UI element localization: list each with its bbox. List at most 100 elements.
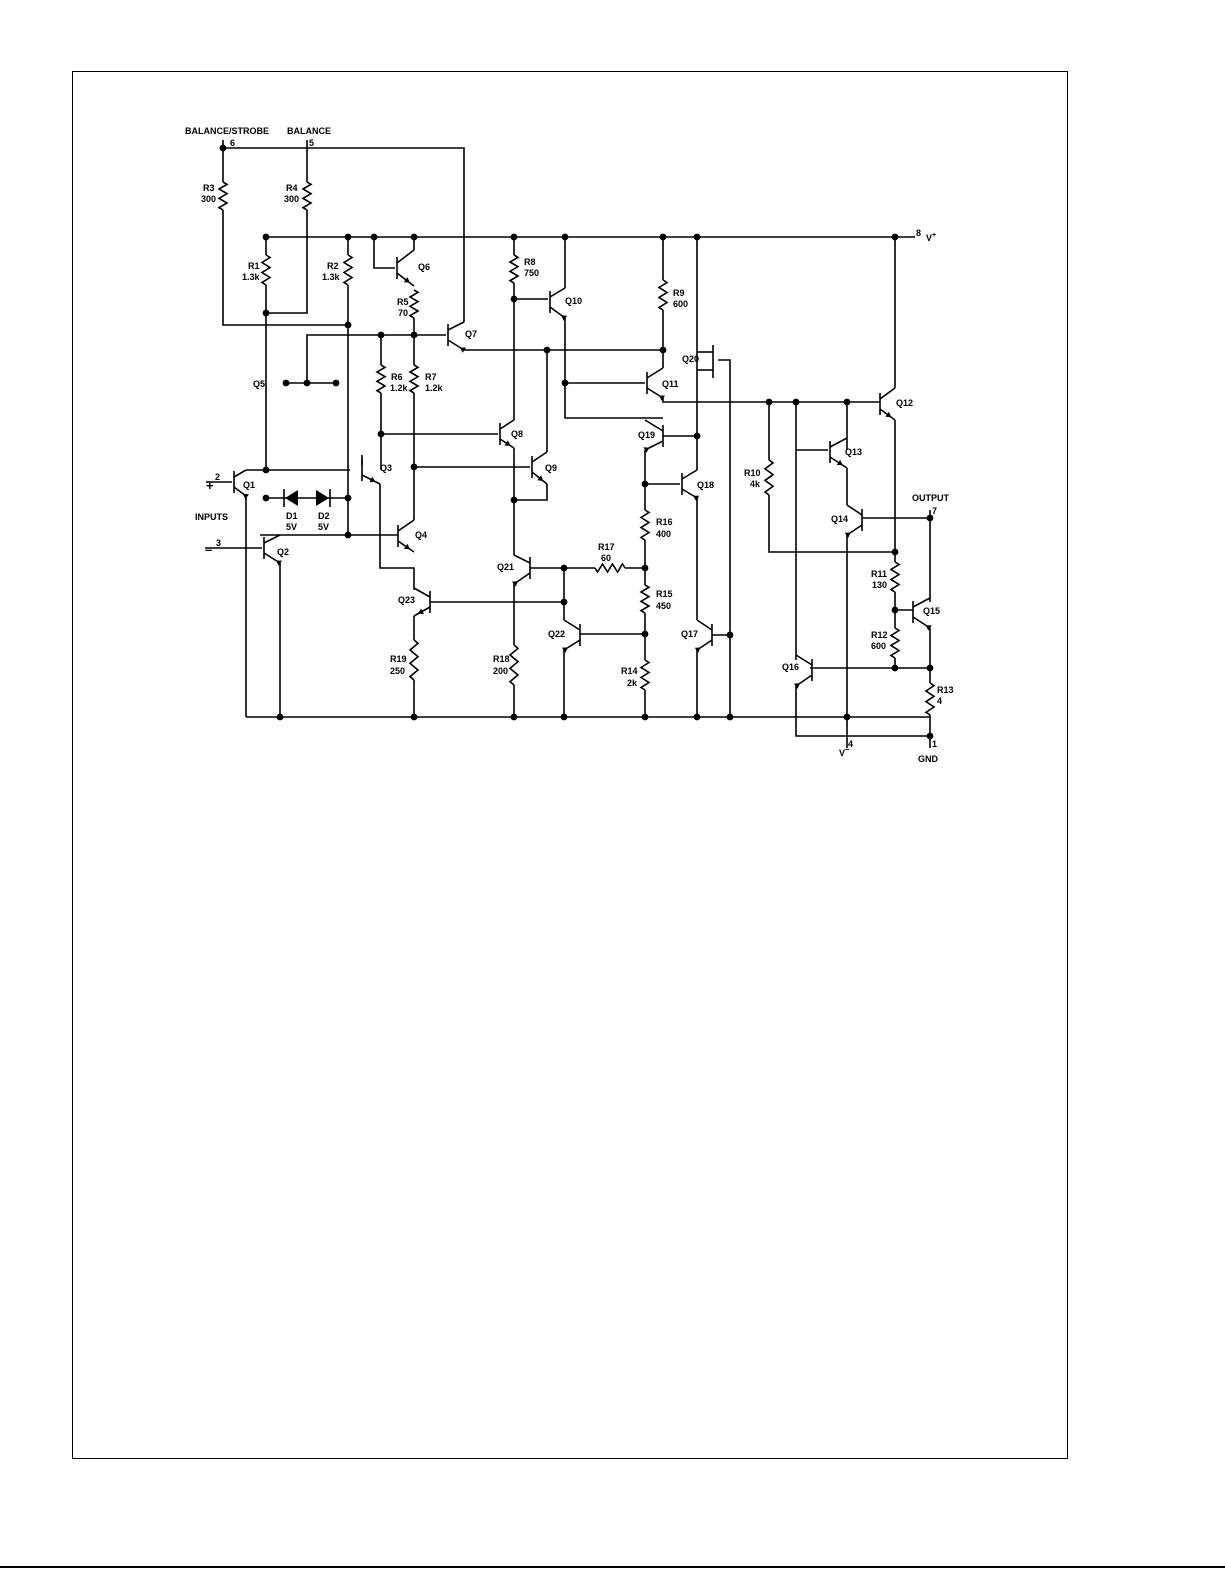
r1-name: R1 [248,261,260,271]
transistor-q10-collector [549,287,566,298]
resistor-r8 [508,254,520,284]
transistor-q4-collector [397,519,415,532]
vplus-label: V+ [926,232,936,243]
r11-value: 130 [872,580,887,590]
r4-name: R4 [286,183,298,193]
r6-value: 1.2k [390,383,409,393]
r3-name: R3 [203,183,215,193]
junction-dot-50 [282,379,290,387]
r3-value: 300 [201,194,216,204]
pin-3-number: 3 [216,538,221,548]
q23-label: Q23 [398,595,415,605]
transistor-q23-collector [413,587,431,598]
r15-name: R15 [656,589,673,599]
junction-dot-38 [926,664,934,672]
junction-dot-11 [344,321,352,329]
d1-value: 5V [286,522,297,532]
r11-name: R11 [871,569,887,579]
transistor-q13-collector [829,437,848,448]
r7-name: R7 [425,372,437,382]
q1-label: Q1 [243,480,255,490]
q13-label: Q13 [845,447,862,457]
wire-26 [379,484,415,590]
q16-label: Q16 [782,662,799,672]
resistor-r3 [217,181,229,211]
junction-dot-48 [926,732,934,740]
input-plus-sign: + [206,478,214,493]
transistor-q22 [562,619,581,653]
transistor-q16-arrow [794,683,800,689]
r13-name: R13 [937,685,954,695]
r10-value: 4k [750,479,761,489]
transistor-q3-arrow [369,476,376,483]
r7-value: 1.2k [425,383,444,393]
transistor-q19-collector [644,419,664,432]
junction-dot-19 [344,494,352,502]
transistor-q17-collector [696,619,713,631]
transistor-q11-collector [646,367,664,379]
components [217,181,936,716]
q17-label: Q17 [681,629,698,639]
transistor-q22-arrow [562,647,568,653]
resistor-r19 [408,639,420,681]
resistor-r15 [639,584,651,614]
transistor-q14-arrow [844,532,851,538]
transistor-q9-arrow [537,475,544,481]
junction-dot-9 [891,233,899,241]
diode-d2 [316,490,329,506]
transistor-q8-arrow [504,440,511,446]
wire-84 [894,658,930,669]
transistor-q19 [643,419,664,453]
gnd-label: GND [918,754,939,764]
transistor-q15-collector [912,597,931,608]
junction-dot-21 [344,531,352,539]
r16-value: 400 [656,529,671,539]
junction-dot-41 [510,713,518,721]
r10-name: R10 [744,468,761,478]
junction-dot-10 [262,309,270,317]
junction-dot-4 [410,233,418,241]
r19-name: R19 [390,654,407,664]
junction-dot-15 [659,346,667,354]
junction-dot-22 [377,430,385,438]
transistor-q18 [681,469,700,502]
q19-label: Q19 [638,430,655,440]
junction-dot-1 [262,233,270,241]
q7-label: Q7 [465,329,477,339]
junction-dot-33 [843,398,851,406]
transistor-q2-arrow [276,560,282,566]
resistor-r9 [657,279,669,311]
q11-label: Q11 [662,379,679,389]
diode-d1 [285,490,298,506]
transistor-q6-collector [396,249,415,264]
r9-name: R9 [673,288,685,298]
junction-dot-6 [561,233,569,241]
transistor-q6 [396,249,415,287]
wire-46 [514,484,548,501]
resistor-r17 [594,562,626,574]
junction-dots [219,144,934,740]
page-frame [72,71,1068,1459]
junction-dot-14 [543,346,551,354]
junction-dot-35 [926,514,934,522]
resistor-r1 [260,254,272,286]
transistor-q21-collector [513,554,531,564]
q12-label: Q12 [896,398,913,408]
transistor-q18-collector [681,469,698,480]
inputs-label: INPUTS [195,512,228,522]
junction-dot-8 [693,233,701,241]
resistor-r6 [375,364,387,394]
junction-dot-20 [262,494,270,502]
junction-dot-25 [560,564,568,572]
r6-name: R6 [391,372,403,382]
junction-dot-39 [276,713,284,721]
junction-dot-3 [370,233,378,241]
pin-6-number: 6 [230,138,235,148]
transistor-q7-arrow [460,347,466,353]
transistor-q16-collector [795,654,813,666]
junction-dot-28 [641,630,649,638]
transistor-q21-arrow [512,581,518,587]
d2-name: D2 [318,511,330,521]
wire-89 [795,686,930,737]
r16-name: R16 [656,517,673,527]
